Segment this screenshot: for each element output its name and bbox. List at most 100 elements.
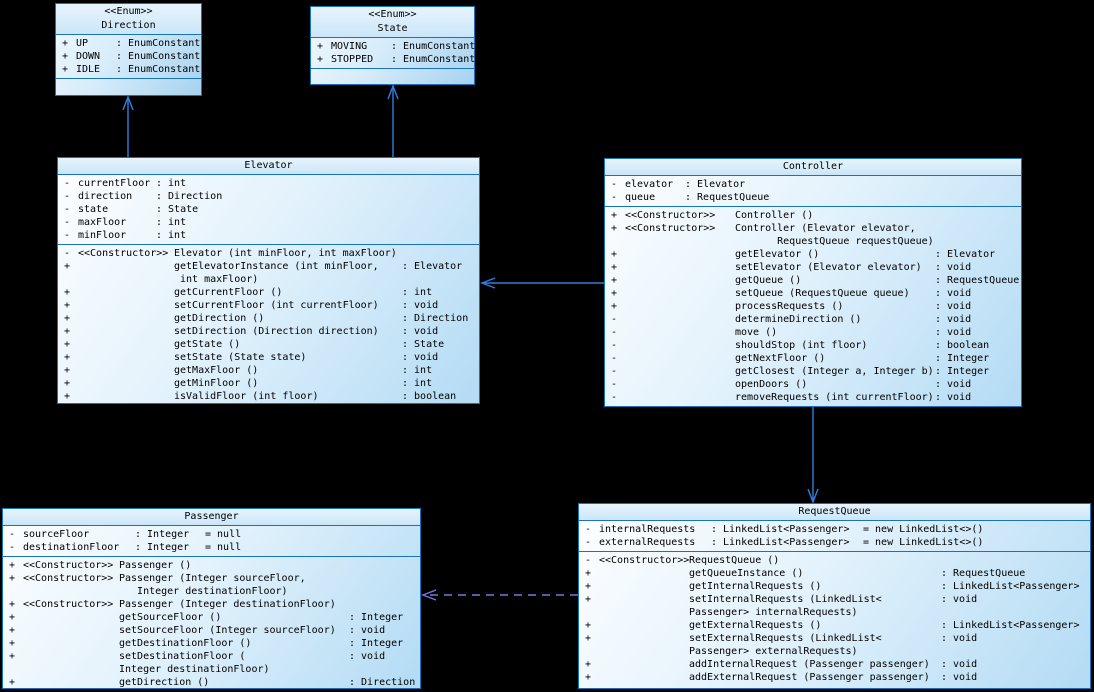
method-row-n: Controller (Elevator elevator, [735,223,916,234]
method-row-v: - [611,366,618,377]
method-row-s [78,312,174,325]
method-row: +getExternalRequests (): LinkedList<Pass… [579,619,1090,632]
method-row-n: getExternalRequests () [689,620,822,631]
method-row-n: determineDirection () [735,314,862,325]
method-row-r: : Elevator [402,261,463,272]
method-row: +getDestinationFloor (): Integer [3,637,420,650]
method-row-n: RequestQueue requestQueue) [735,236,934,247]
attributes-compartment: -elevator: Elevator-queue: RequestQueue [605,175,1021,206]
attribute-row-v: - [64,217,71,228]
method-row-v: + [9,560,16,571]
method-row-s [23,611,119,624]
class-box-state[interactable]: <<Enum>> State +MOVING: EnumConstant+STO… [310,6,475,85]
method-row-s [23,624,119,637]
method-row-r: : void [935,314,972,325]
method-row-s [599,658,689,671]
class-name: Passenger [3,509,420,525]
method-row-r [349,559,418,572]
method-row: +setQueue (RequestQueue queue): void [605,287,1021,300]
method-row-s [599,580,689,593]
method-row: int maxFloor) [58,273,479,286]
attribute-row-v: - [64,230,71,241]
method-row-r: : void [935,392,972,403]
class-box-requestqueue[interactable]: RequestQueue -internalRequests: LinkedLi… [578,503,1091,689]
method-row-s [625,300,735,313]
association-controller-to-requestqueue [807,407,819,504]
method-row: Passenger> externalRequests) [579,645,1090,658]
method-row-s [625,274,735,287]
method-row-r: : int [402,378,433,389]
method-row-r [935,235,1019,248]
method-row-r: : void [349,625,386,636]
method-row-n: getMaxFloor () [174,365,259,376]
method-row: Integer destinationFloor) [3,585,420,598]
method-row-v: + [64,339,71,350]
method-row-r: : boolean [935,340,990,351]
method-row: +getDirection (): Direction [3,676,420,689]
attribute-row: +IDLE: EnumConstant [56,63,201,76]
attribute-row-t: : int [156,230,187,241]
method-row-v: + [611,288,618,299]
method-row-s [78,364,174,377]
method-row: -getClosest (Integer a, Integer b): Inte… [605,365,1021,378]
method-row-v [611,235,625,248]
method-row-v: + [64,313,71,324]
method-row-v: + [64,300,71,311]
method-row-r: : void [935,288,972,299]
attribute-row-v: + [62,64,69,75]
method-row-v: + [611,223,618,234]
method-row: +addInternalRequest (Passenger passenger… [579,658,1090,671]
method-row-n: openDoors () [735,379,808,390]
method-row: +setSourceFloor (Integer sourceFloor): v… [3,624,420,637]
method-row: -getNextFloor (): Integer [605,352,1021,365]
class-box-controller[interactable]: Controller -elevator: Elevator-queue: Re… [604,158,1022,407]
attribute-row-t: : int [156,178,187,189]
method-row-n: getState () [174,339,241,350]
method-row-r: : Elevator [935,249,996,260]
methods-compartment: -<<Constructor>>Elevator (int minFloor, … [58,244,479,405]
method-row: +getState (): State [58,338,479,351]
attribute-row-t: : int [156,217,187,228]
methods-compartment: -<<Constructor>>RequestQueue ()+getQueue… [579,551,1090,688]
method-row-n: processRequests () [735,301,844,312]
attribute-row-v: - [611,179,618,190]
method-row-r [349,585,418,598]
method-row-n: getQueueInstance () [689,568,804,579]
method-row-v: + [64,261,71,272]
method-row-s [599,606,689,619]
method-row-s [625,378,735,391]
attribute-row-t: : EnumConstant [116,51,201,62]
method-row-v: - [611,340,618,351]
method-row-s [625,235,735,248]
method-row-s [625,326,735,339]
method-row-s [599,567,689,580]
method-row: +getElevator (): Elevator [605,248,1021,261]
method-row-s [23,585,119,598]
method-row-s [599,632,689,645]
method-row-n: getDirection () [174,313,265,324]
method-row-n: getElevatorInstance (int minFloor, [174,261,379,272]
method-row-r: : Direction [349,677,416,688]
method-row-n: setDirection (Direction direction) [174,326,379,337]
method-row-v [64,273,78,286]
open-arrowhead-icon [421,589,437,601]
method-row-v [585,645,599,658]
method-row-n: setState (State state) [174,352,307,363]
method-row-r [349,598,418,611]
class-box-direction[interactable]: <<Enum>> Direction +UP: EnumConstant+DOW… [55,3,202,96]
method-row-n: getDirection () [119,677,210,688]
attribute-row-v: - [64,204,71,215]
attribute-row-t: : Elevator [685,179,746,190]
method-row-v: - [611,392,618,403]
method-row-v: + [9,599,16,610]
attribute-row-n: internalRequests [599,524,696,535]
method-row-r [349,663,418,676]
method-row-v: + [64,352,71,363]
method-row-n: addExternalRequest (Passenger passenger) [689,672,930,683]
method-row-v: + [585,594,592,605]
class-box-elevator[interactable]: Elevator -currentFloor: int-direction: D… [57,157,480,404]
class-box-passenger[interactable]: Passenger -sourceFloor: Integer= null-de… [2,508,421,689]
method-row-n: getDestinationFloor () [119,638,252,649]
method-row-n: Elevator (int minFloor, int maxFloor) [174,248,397,259]
method-row: Passenger> internalRequests) [579,606,1090,619]
